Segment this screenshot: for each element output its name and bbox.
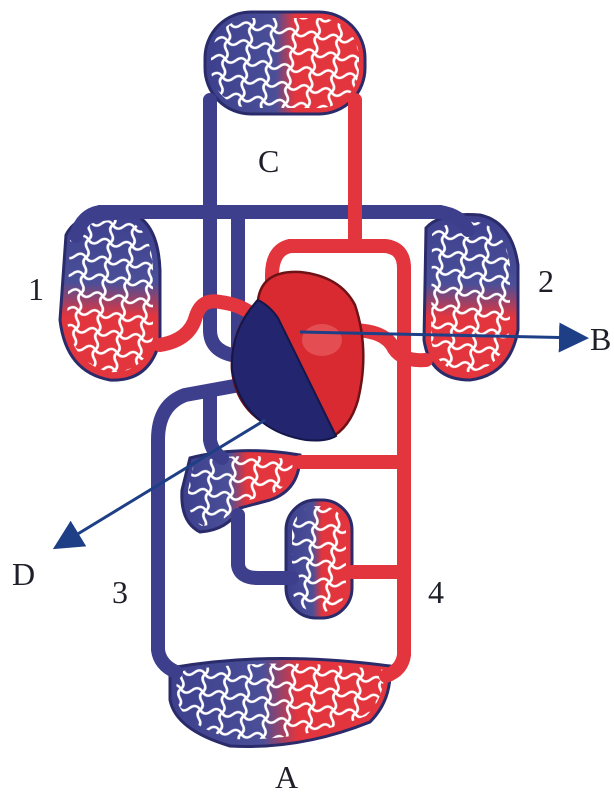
label-4: 4 xyxy=(428,574,444,610)
label-3: 3 xyxy=(112,574,128,610)
label-2: 2 xyxy=(538,263,554,299)
body-capillary-bed xyxy=(170,658,390,746)
label-1: 1 xyxy=(28,271,44,307)
label-c: C xyxy=(258,143,279,179)
right-lung-capillary-bed xyxy=(424,215,518,380)
label-a: A xyxy=(275,759,298,795)
head-capillary-bed xyxy=(205,12,365,114)
heart xyxy=(232,272,363,441)
lower-organ-capillary-bed xyxy=(286,500,352,618)
label-d: D xyxy=(12,556,35,592)
label-b: B xyxy=(590,321,611,357)
